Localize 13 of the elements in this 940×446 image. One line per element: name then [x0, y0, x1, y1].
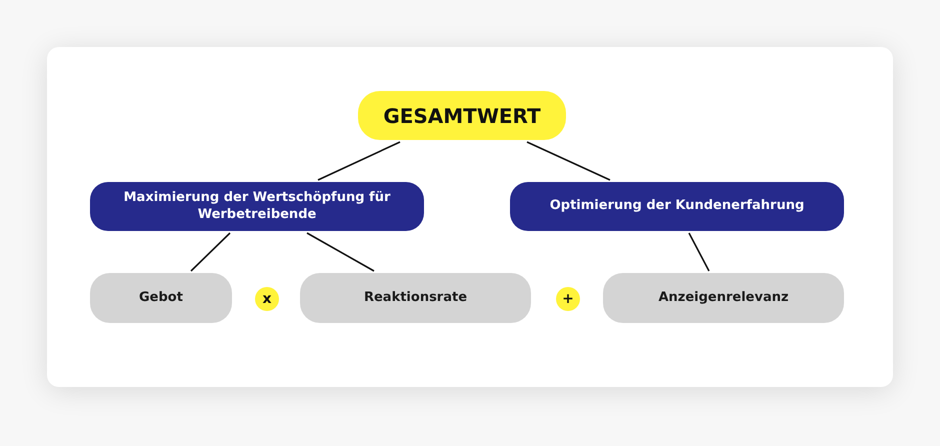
factor-box: Reaktionsrate: [300, 273, 531, 323]
category-box: Maximierung der Wertschöpfung für Werbetreibende: [90, 182, 424, 231]
connector-line: [526, 141, 610, 181]
connector-line: [688, 232, 710, 272]
title-box: GESAMTWERT: [358, 91, 566, 140]
factor-box: Anzeigenrelevanz: [603, 273, 844, 323]
connector-line: [306, 232, 374, 272]
connector-line: [190, 232, 231, 272]
connector-line: [318, 141, 400, 181]
factor-box: Gebot: [90, 273, 232, 323]
category-box: Optimierung der Kundenerfahrung: [510, 182, 844, 231]
operator-circle: x: [255, 287, 279, 311]
operator-circle: +: [556, 287, 580, 311]
